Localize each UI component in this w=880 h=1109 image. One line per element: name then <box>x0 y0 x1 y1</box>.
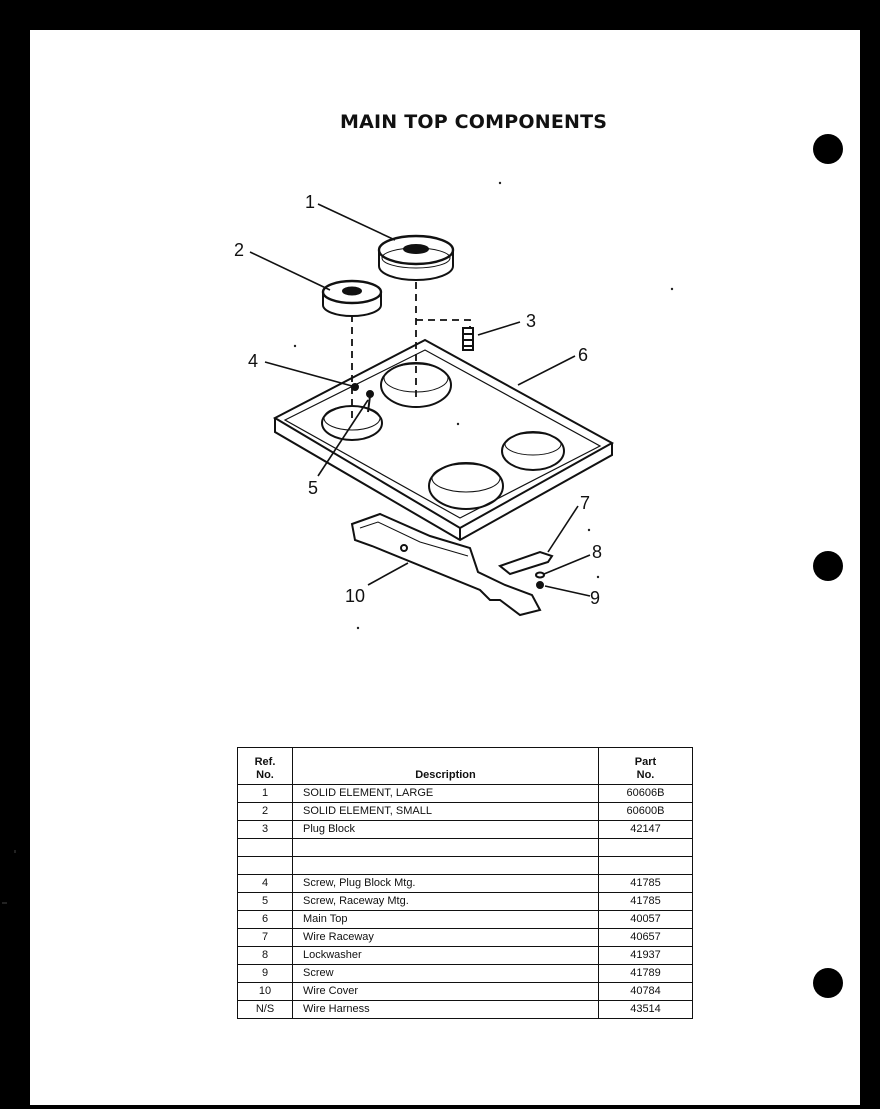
part-no-cell: 41785 <box>598 874 693 893</box>
callout-7: 7 <box>580 493 590 513</box>
part-no-cell: 40057 <box>598 910 693 929</box>
part-no-cell: 43514 <box>598 1000 693 1019</box>
part-no-cell: 42147 <box>598 820 693 839</box>
description-cell: SOLID ELEMENT, SMALL <box>292 802 599 821</box>
table-row <box>237 838 693 857</box>
part-no-cell: 40784 <box>598 982 693 1001</box>
ref-no-cell: 1 <box>237 784 293 803</box>
scan-speck <box>2 902 7 904</box>
callout-3: 3 <box>526 311 536 331</box>
scan-speck <box>14 850 16 853</box>
description-cell: SOLID ELEMENT, LARGE <box>292 784 599 803</box>
ref-no-cell: 7 <box>237 928 293 947</box>
description-cell: Wire Harness <box>292 1000 599 1019</box>
ref-no-cell: 2 <box>237 802 293 821</box>
binder-hole-top <box>813 134 843 164</box>
description-cell: Wire Raceway <box>292 928 599 947</box>
part-no-cell: 41789 <box>598 964 693 983</box>
plug-block-part <box>462 327 474 351</box>
callout-5: 5 <box>308 478 318 498</box>
description-cell: Screw, Plug Block Mtg. <box>292 874 599 893</box>
binder-hole-bottom <box>813 968 843 998</box>
description-cell: Wire Cover <box>292 982 599 1001</box>
description-cell: Screw <box>292 964 599 983</box>
description-cell: Lockwasher <box>292 946 599 965</box>
page-title: MAIN TOP COMPONENTS <box>340 111 608 133</box>
description-cell: Plug Block <box>292 820 599 839</box>
callout-10: 10 <box>345 586 365 606</box>
callout-6: 6 <box>578 345 588 365</box>
part-no-cell <box>598 838 693 857</box>
large-solid-element <box>377 234 455 281</box>
ref-no-cell: 5 <box>237 892 293 911</box>
part-no-cell <box>598 856 693 875</box>
table-header-row: Ref. No. Description Part No. <box>237 747 693 785</box>
binder-hole-middle <box>813 551 843 581</box>
part-no-cell: 40657 <box>598 928 693 947</box>
part-no-cell: 41785 <box>598 892 693 911</box>
lockwasher-and-screw <box>535 571 545 589</box>
ref-no-cell: N/S <box>237 1000 293 1019</box>
ref-no-cell <box>237 838 293 857</box>
callout-8: 8 <box>592 542 602 562</box>
wire-cover-part <box>350 512 542 617</box>
part-no-cell: 60600B <box>598 802 693 821</box>
description-cell: Main Top <box>292 910 599 929</box>
part-no-cell: 41937 <box>598 946 693 965</box>
description-cell <box>292 838 599 857</box>
ref-no-cell: 6 <box>237 910 293 929</box>
ref-no-cell: 4 <box>237 874 293 893</box>
main-top-part <box>272 338 615 542</box>
table-row <box>237 856 693 875</box>
callout-2: 2 <box>234 240 244 260</box>
callout-1: 1 <box>305 192 315 212</box>
header-description: Description <box>292 747 599 785</box>
ref-no-cell: 9 <box>237 964 293 983</box>
callout-4: 4 <box>248 351 258 371</box>
description-cell <box>292 856 599 875</box>
raceway-screws <box>351 383 374 413</box>
small-solid-element <box>321 279 383 317</box>
wire-raceway-part <box>497 550 554 576</box>
part-no-cell: 60606B <box>598 784 693 803</box>
ref-no-cell: 10 <box>237 982 293 1001</box>
ref-no-cell <box>237 856 293 875</box>
exploded-parts-diagram: 1 2 3 4 5 6 7 8 9 10 <box>234 181 674 630</box>
callout-9: 9 <box>590 588 600 608</box>
ref-no-cell: 3 <box>237 820 293 839</box>
header-part-no: Part No. <box>598 747 693 785</box>
ref-no-cell: 8 <box>237 946 293 965</box>
header-ref-no: Ref. No. <box>237 747 293 785</box>
description-cell: Screw, Raceway Mtg. <box>292 892 599 911</box>
